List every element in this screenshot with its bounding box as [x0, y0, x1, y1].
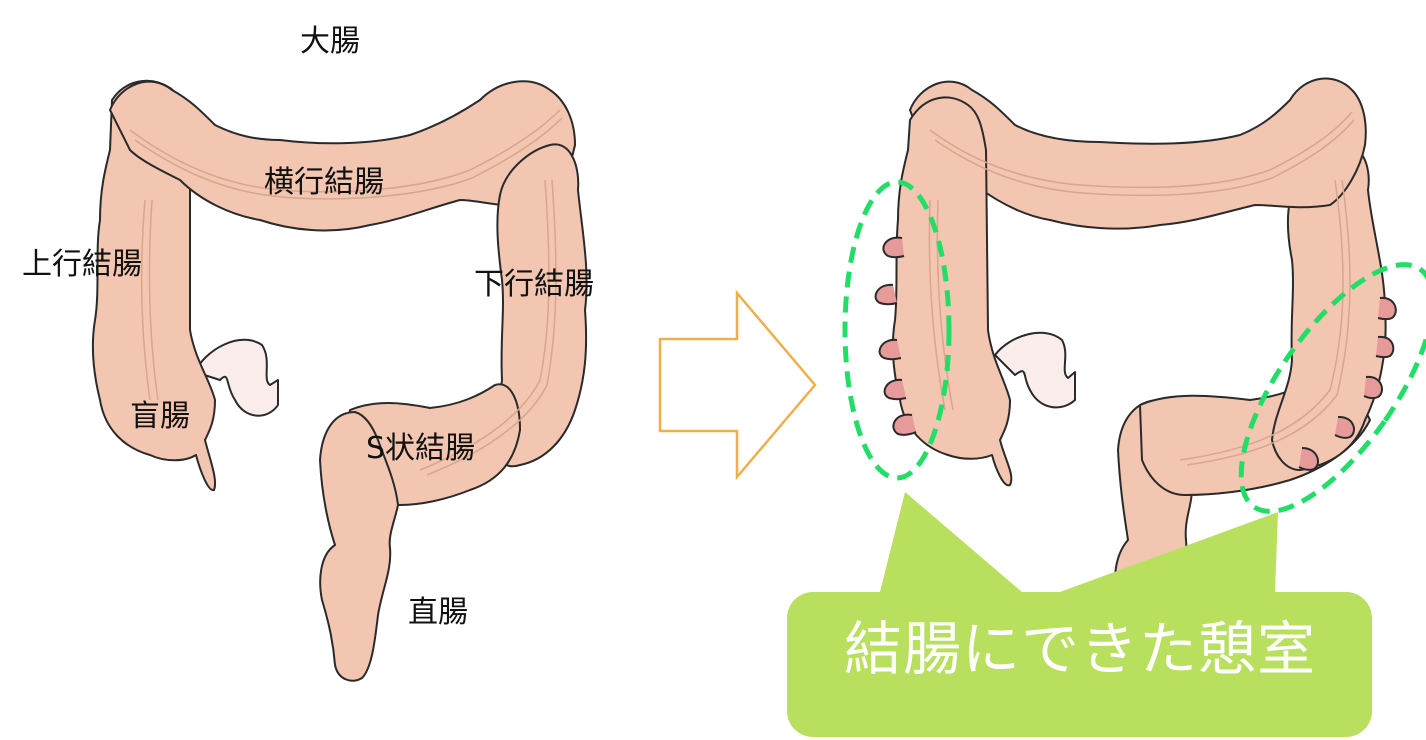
label-large-intestine: 大腸 — [300, 24, 360, 59]
highlight-ellipse-ascending — [842, 179, 952, 481]
diverticulum — [1298, 447, 1319, 471]
diverticulum — [1375, 335, 1395, 359]
right-arrow-icon — [658, 289, 817, 481]
small-intestine-end-right — [994, 331, 1076, 409]
small-intestine-end — [194, 338, 279, 417]
label-rectum: 直腸 — [408, 595, 468, 630]
diverticulum — [882, 236, 905, 259]
diverticulum — [1363, 375, 1383, 400]
left-colon-illustration — [91, 79, 588, 682]
label-transverse-colon: 横行結腸 — [264, 165, 384, 200]
label-cecum: 盲腸 — [130, 399, 190, 434]
callout-text-diverticula: 結腸にできた憩室 — [843, 615, 1316, 683]
left-colon-haustra — [129, 109, 563, 476]
diverticulum — [874, 283, 898, 306]
right-colon-illustration — [891, 77, 1387, 601]
label-sigmoid-colon: S状結腸 — [366, 431, 476, 466]
diverticulum — [1334, 415, 1355, 439]
diverticulum — [883, 378, 907, 401]
right-colon-haustra — [928, 111, 1355, 466]
rectum — [319, 411, 399, 682]
diverticula-right — [1298, 296, 1397, 471]
diverticulum — [1377, 296, 1397, 321]
ascending-colon-right — [891, 96, 1013, 487]
callout-bubble — [787, 492, 1372, 737]
label-descending-colon: 下行結腸 — [474, 267, 594, 302]
diverticula-left — [874, 236, 917, 436]
label-ascending-colon: 上行結腸 — [22, 247, 142, 282]
diverticulum — [878, 338, 902, 361]
descending-colon — [489, 143, 588, 468]
descending-colon-right — [1271, 143, 1387, 471]
diverticulum — [892, 413, 917, 436]
transverse-colon — [109, 80, 576, 232]
transverse-colon-right — [909, 77, 1367, 230]
